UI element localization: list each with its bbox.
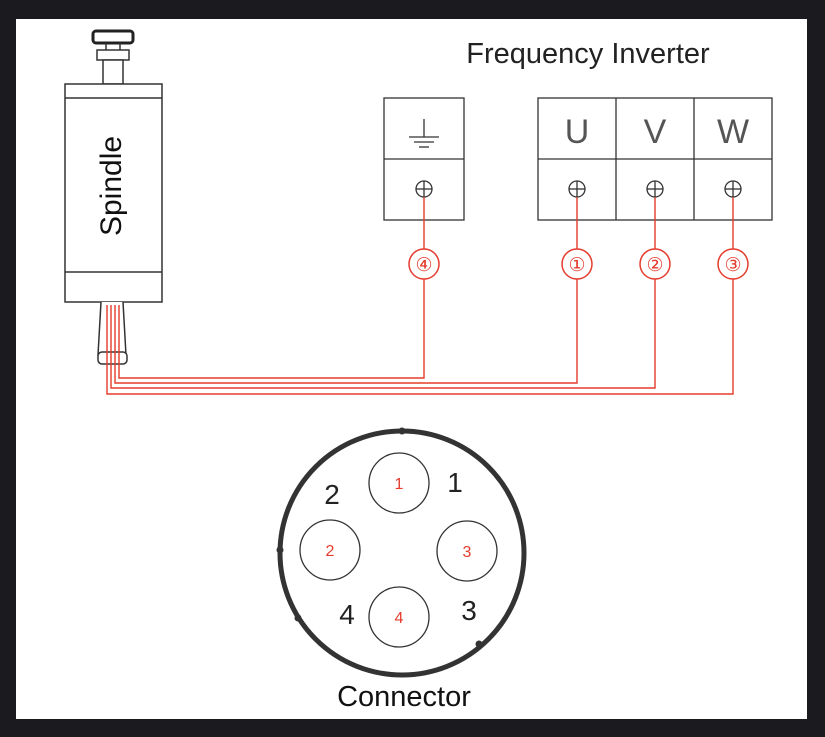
wire-ground	[118, 279, 425, 379]
wire-markers	[408, 248, 749, 280]
pin-outer-label-2: 2	[324, 479, 340, 510]
connector-label: Connector	[337, 681, 471, 713]
pin-outer-label-1: 1	[447, 467, 463, 498]
pin-inner-label-2: 2	[326, 543, 335, 560]
connector-pin-3	[436, 520, 498, 582]
wire-marker-2	[639, 248, 671, 280]
connector-key	[294, 614, 302, 622]
spindle	[64, 29, 163, 365]
terminal-label-w: W	[717, 113, 749, 151]
wire-number-3: ③	[724, 255, 741, 276]
spindle-knob	[91, 29, 135, 45]
screw-terminal-icon	[646, 180, 664, 198]
ground-terminal	[383, 97, 465, 221]
terminal-label-v: V	[644, 113, 667, 151]
screw-terminal-icon	[724, 180, 742, 198]
wire-marker-4	[408, 248, 440, 280]
wire-marker-1	[561, 248, 593, 280]
connector-key	[276, 546, 284, 554]
spindle-gland-nut	[97, 351, 128, 365]
screw-terminal-icon	[415, 180, 433, 198]
wire-u	[114, 279, 578, 384]
ground-icon	[409, 119, 439, 148]
phase-terminals	[537, 97, 773, 221]
pin-inner-label-3: 3	[463, 544, 472, 561]
spindle-shaft	[102, 59, 124, 85]
connector-pin-4	[368, 586, 430, 648]
pin-outer-label-4: 4	[339, 599, 355, 630]
spindle-label: Spindle	[95, 136, 128, 236]
wire-number-2: ②	[646, 255, 663, 276]
spindle-body	[64, 83, 163, 303]
terminal-label-u: U	[565, 113, 590, 151]
connector-key	[475, 640, 483, 648]
wire-w	[106, 279, 734, 395]
spindle-gland	[97, 301, 127, 356]
connector-pin-1	[368, 452, 430, 514]
connector	[276, 427, 527, 678]
wire-v	[110, 279, 656, 389]
screw-terminal-icon	[568, 180, 586, 198]
wire-marker-3	[717, 248, 749, 280]
inverter-title: Frequency Inverter	[466, 38, 710, 70]
wire-number-1: ①	[568, 255, 585, 276]
connector-pin-2	[299, 519, 361, 581]
connector-key	[398, 427, 406, 435]
pin-inner-label-1: 1	[395, 476, 404, 493]
pin-outer-label-3: 3	[461, 595, 477, 626]
pin-inner-label-4: 4	[395, 610, 404, 627]
wiring	[106, 197, 734, 395]
spindle-collar	[96, 49, 130, 61]
wire-number-4: ④	[415, 255, 432, 276]
